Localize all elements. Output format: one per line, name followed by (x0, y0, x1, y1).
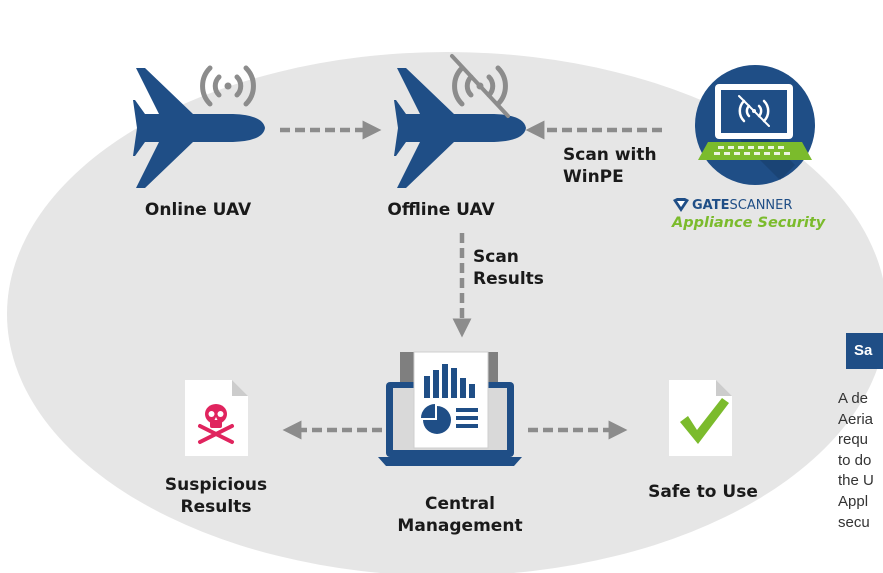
scan-results-label: Scan Results (473, 247, 544, 289)
safe-document-icon (669, 380, 732, 456)
broadcast-signal-icon (200, 65, 256, 107)
scan-with-label: Scan with WinPE (563, 145, 657, 187)
side-panel: Sa A de Aeria requ to do the U Appl secu (838, 333, 883, 573)
online-uav-icon (133, 68, 265, 188)
offline-uav-icon (394, 68, 526, 188)
brand-subtitle: Appliance Security (672, 215, 826, 231)
online-uav-label: Online UAV (144, 200, 252, 220)
offline-uav-label: Offline UAV (387, 200, 495, 220)
gatescanner-logo-icon (673, 198, 689, 212)
side-panel-text: A de Aeria requ to do the U Appl secu (838, 390, 874, 531)
safe-to-use-label: Safe to Use (648, 482, 758, 502)
central-management-label: Central Management (397, 494, 523, 536)
central-management-icon (378, 351, 522, 466)
skull-crossbones-icon (198, 404, 234, 444)
signal-off-icon (450, 54, 510, 118)
brand-gate-text: GATE (692, 197, 730, 213)
gatescanner-laptop-icon (695, 65, 815, 185)
checkmark-icon (680, 398, 729, 444)
suspicious-results-label: Suspicious Results (164, 475, 268, 517)
side-panel-heading: Sa (846, 333, 883, 369)
brand-scanner-text: SCANNER (729, 197, 793, 213)
suspicious-document-icon (185, 380, 248, 456)
